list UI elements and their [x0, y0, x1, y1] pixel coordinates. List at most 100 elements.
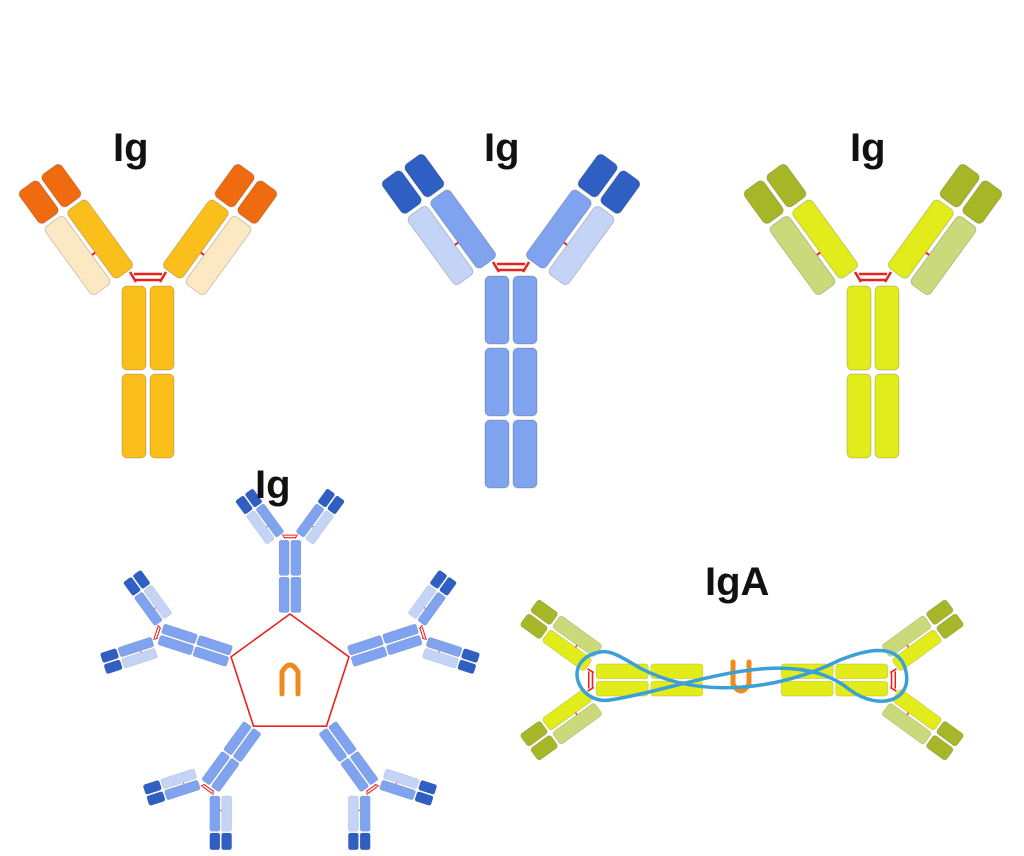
light-chain-variable-domain: [962, 180, 1003, 224]
heavy-chain-constant-domain: [121, 285, 147, 371]
heavy-chain-variable-domain: [359, 832, 371, 850]
heavy-chain-variable-domain: [939, 163, 980, 208]
heavy-chain-constant-domain: [874, 285, 900, 371]
disulfide-bond: [200, 251, 205, 256]
heavy-chain-constant-domain: [484, 275, 510, 345]
light-chain-constant-domain: [44, 215, 111, 296]
light-chain-constant-domain: [144, 585, 172, 619]
disulfide-bond: [395, 782, 397, 785]
light-chain-constant-domain: [407, 205, 474, 286]
heavy-chain-constant-domain: [233, 728, 261, 762]
disulfide-bond: [925, 251, 930, 256]
label-ig-orange: Ig: [113, 126, 149, 170]
secretory-component: [575, 648, 909, 703]
light-chain-variable-domain: [103, 659, 123, 674]
heavy-chain-constant-domain: [149, 373, 175, 459]
heavy-chain-variable-domain: [245, 488, 263, 508]
heavy-chain-constant-domain: [874, 373, 900, 459]
heavy-chain-variable-domain: [936, 613, 964, 639]
fab-arm: [162, 163, 278, 296]
hinge-disulfide-bonds: [281, 534, 299, 539]
heavy-chain-variable-domain: [209, 832, 221, 850]
fab-arm: [882, 689, 964, 761]
heavy-chain-constant-domain: [484, 419, 510, 489]
heavy-chain-variable-domain: [461, 648, 480, 663]
light-chain-variable-domain: [235, 495, 253, 515]
light-chain-variable-domain: [418, 780, 437, 795]
heavy-chain-variable-domain: [439, 577, 457, 596]
fab-arm: [520, 689, 602, 761]
heavy-chain-variable-domain: [936, 721, 964, 747]
fab-arm: [520, 599, 602, 671]
light-chain-constant-domain: [305, 510, 334, 545]
heavy-chain-constant-domain: [484, 347, 510, 417]
fab-arm: [379, 768, 437, 806]
heavy-chain-constant-domain: [595, 663, 649, 680]
heavy-chain-ch1-domain: [162, 199, 229, 279]
pentamer-monomer: [100, 570, 233, 674]
disulfide-bond: [183, 782, 185, 785]
heavy-chain-variable-domain: [100, 648, 119, 663]
light-chain-constant-domain: [769, 215, 836, 296]
heavy-chain-ch1-domain: [359, 795, 371, 832]
hinge-disulfide-bonds: [128, 271, 168, 283]
heavy-chain-constant-domain: [512, 275, 538, 345]
heavy-chain-ch1-domain: [525, 189, 592, 269]
pentamer-monomer: [143, 721, 261, 850]
heavy-chain-constant-domain: [340, 758, 369, 792]
fab-arm: [887, 163, 1003, 296]
disulfide-bond: [906, 644, 910, 648]
fab-arm: [209, 795, 232, 850]
fab-arm: [296, 488, 345, 545]
heavy-chain-ch1-domain: [134, 592, 163, 626]
heavy-chain-variable-domain: [317, 488, 335, 508]
heavy-chain-ch1-domain: [296, 503, 324, 538]
heavy-chain-constant-domain: [347, 635, 384, 656]
heavy-chain-variable-domain: [41, 163, 82, 208]
heavy-chain-constant-domain: [278, 539, 290, 576]
heavy-chain-variable-domain: [123, 577, 141, 596]
heavy-chain-constant-domain: [351, 646, 388, 667]
light-chain-variable-domain: [221, 832, 232, 850]
disulfide-bond: [311, 525, 314, 528]
light-chain-constant-domain: [185, 215, 252, 296]
fab-arm: [743, 163, 859, 296]
light-chain-constant-domain: [552, 703, 602, 745]
heavy-chain-constant-domain: [278, 576, 290, 613]
light-chain-variable-domain: [926, 599, 954, 625]
hinge-disulfide-bonds: [587, 668, 595, 692]
heavy-chain-ch1-domain: [164, 780, 201, 800]
label-ig-pentamer: Ig: [255, 463, 291, 507]
heavy-chain-variable-domain: [414, 791, 434, 806]
disulfide-bond: [424, 607, 426, 609]
fab-arm: [422, 637, 480, 674]
heavy-chain-ch1-domain: [417, 592, 446, 626]
heavy-chain-variable-domain: [146, 791, 166, 806]
heavy-chain-constant-domain: [211, 758, 240, 792]
light-chain-variable-domain: [143, 780, 162, 795]
heavy-chain-constant-domain: [846, 373, 872, 459]
light-chain-variable-domain: [743, 180, 784, 224]
disulfide-bond: [816, 251, 821, 256]
disulfide-bond: [140, 650, 142, 653]
hinge-disulfide-bonds: [889, 668, 897, 692]
fab-arm: [408, 570, 457, 626]
heavy-chain-constant-domain: [350, 751, 379, 785]
fab-arm: [235, 488, 284, 545]
hinge-disulfide-bonds: [491, 261, 531, 273]
light-chain-constant-domain: [221, 795, 232, 832]
hinge-disulfide-bonds: [853, 271, 893, 283]
heavy-chain-constant-domain: [196, 635, 233, 656]
light-chain-variable-domain: [133, 570, 150, 589]
fab-arm: [381, 153, 497, 286]
disulfide-bond: [906, 712, 910, 716]
heavy-chain-constant-domain: [512, 419, 538, 489]
heavy-chain-variable-domain: [404, 153, 445, 198]
heavy-chain-constant-domain: [846, 285, 872, 371]
heavy-chain-ch1-domain: [892, 689, 942, 731]
light-chain-constant-domain: [910, 215, 977, 296]
iga-dimer-assembly: [520, 599, 964, 761]
fab-arm: [348, 795, 371, 850]
light-chain-variable-domain: [600, 170, 641, 214]
heavy-chain-ch1-domain: [209, 795, 221, 832]
